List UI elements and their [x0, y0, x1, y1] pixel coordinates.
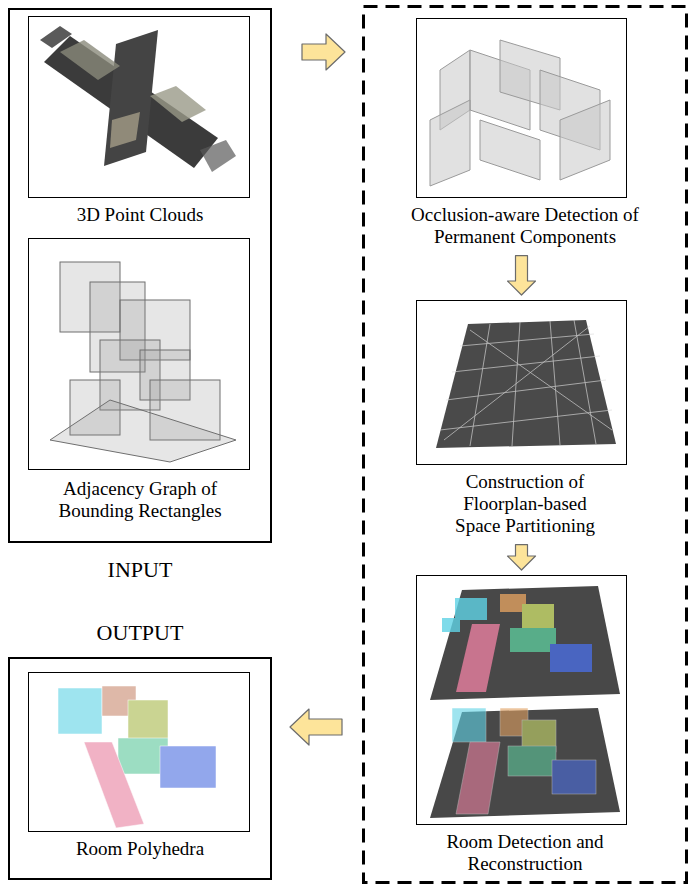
- bounding-boxes-illustration: [50, 262, 236, 462]
- room-polyhedra-illustration: [58, 686, 216, 828]
- process-panel: Room Detection and Reconstruction: [372, 575, 678, 875]
- point-cloud-patch: [150, 86, 206, 122]
- panel-frame: [28, 672, 250, 832]
- room-region: [510, 628, 556, 652]
- caption: Occlusion-aware Detection of Permanent C…: [411, 204, 639, 248]
- room-detection-illustration: [430, 586, 620, 818]
- caption: Adjacency Graph of Bounding Rectangles: [45, 478, 235, 522]
- image-panel: 3D Point Clouds: [20, 16, 260, 226]
- point-cloud-band: [104, 30, 158, 166]
- room-region: [442, 618, 460, 632]
- output-box: OUTPUT Room Polyhedra: [8, 620, 272, 880]
- panel-frame: [416, 18, 627, 198]
- block-arrow: [508, 545, 536, 570]
- room-region: [456, 624, 500, 692]
- wall-plane: [480, 120, 540, 180]
- room-polyhedron: [456, 742, 500, 814]
- panel-frame: [416, 575, 627, 825]
- bounding-floor: [50, 400, 236, 462]
- room-polyhedron: [160, 746, 216, 788]
- room-region: [455, 598, 487, 620]
- wall-plane: [430, 100, 470, 186]
- caption: Construction of Floorplan-based Space Pa…: [439, 471, 611, 537]
- floor-plane: [430, 586, 620, 700]
- room-polyhedron: [128, 700, 168, 740]
- point-cloud-illustration: [40, 26, 236, 172]
- room-region: [550, 644, 592, 672]
- process-panel: Occlusion-aware Detection of Permanent C…: [372, 18, 678, 248]
- room-polyhedron: [58, 688, 102, 734]
- point-cloud-patch: [40, 26, 72, 48]
- panel-frame: [28, 16, 250, 198]
- image-panel: Adjacency Graph of Bounding Rectangles: [20, 238, 260, 522]
- caption: 3D Point Clouds: [24, 204, 256, 226]
- block-arrow: [290, 709, 342, 745]
- room-polyhedron: [508, 746, 556, 776]
- point-cloud-patch: [110, 112, 140, 148]
- caption: OUTPUT: [10, 620, 270, 645]
- room-polyhedron: [84, 742, 144, 828]
- panel-frame: [28, 238, 250, 470]
- panel-frame: [8, 8, 272, 543]
- wall-planes-illustration: [430, 40, 610, 186]
- image-panel: Room Polyhedra: [20, 672, 260, 860]
- room-region: [522, 604, 554, 628]
- input-box: INPUT 3D Point CloudsAdjacency Graph of B…: [8, 8, 272, 582]
- point-cloud-patch: [200, 140, 236, 172]
- caption: Room Polyhedra: [24, 838, 256, 860]
- room-polyhedron: [452, 708, 486, 742]
- panel-frame: [416, 300, 627, 465]
- block-arrow: [302, 34, 345, 70]
- dashed-process-box: [364, 7, 687, 883]
- floorplan-partition-illustration: [436, 320, 616, 448]
- block-arrow: [508, 256, 536, 295]
- floor-plane: [430, 708, 620, 818]
- caption: Room Detection and Reconstruction: [425, 831, 625, 875]
- process-panel: Construction of Floorplan-based Space Pa…: [372, 300, 678, 537]
- floor-plane: [436, 320, 616, 448]
- caption: INPUT: [10, 557, 270, 582]
- wall-plane: [560, 100, 610, 180]
- room-polyhedron: [552, 760, 596, 794]
- point-cloud-patch: [60, 40, 120, 80]
